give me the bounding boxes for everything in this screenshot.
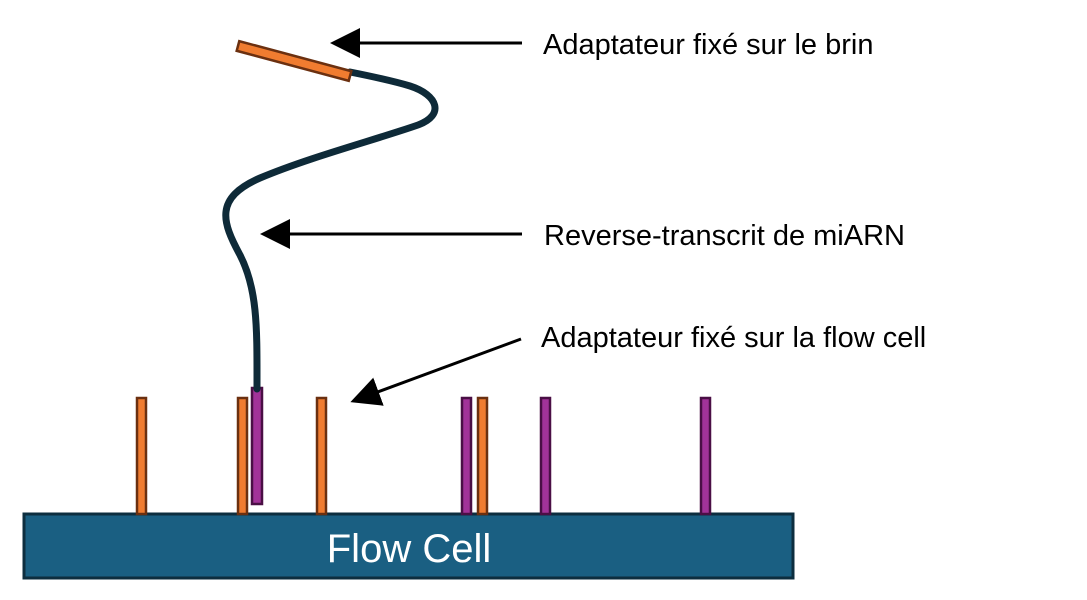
adapter-orange-3 xyxy=(315,396,328,516)
label-flowcell-adapter: Adaptateur fixé sur la flow cell xyxy=(541,322,926,354)
adapter-orange-1 xyxy=(135,396,148,516)
mirna-strand xyxy=(222,68,439,393)
adapter-purple-1 xyxy=(460,396,473,516)
adapter-purple-2 xyxy=(539,396,552,516)
adapter-purple-bound xyxy=(250,386,264,506)
strand-adapter xyxy=(235,39,353,83)
arrow-flowcell-adapter xyxy=(350,337,522,406)
adapter-orange-2 xyxy=(236,396,249,516)
label-strand-adapter: Adaptateur fixé sur le brin xyxy=(543,29,873,61)
flow-cell xyxy=(22,512,795,580)
label-reverse-transcript: Reverse-transcrit de miARN xyxy=(544,220,905,252)
flow-cell-label: Flow Cell xyxy=(327,527,491,571)
surface-adapters xyxy=(135,386,712,516)
adapter-purple-3 xyxy=(699,396,712,516)
adapter-orange-4 xyxy=(476,396,489,516)
